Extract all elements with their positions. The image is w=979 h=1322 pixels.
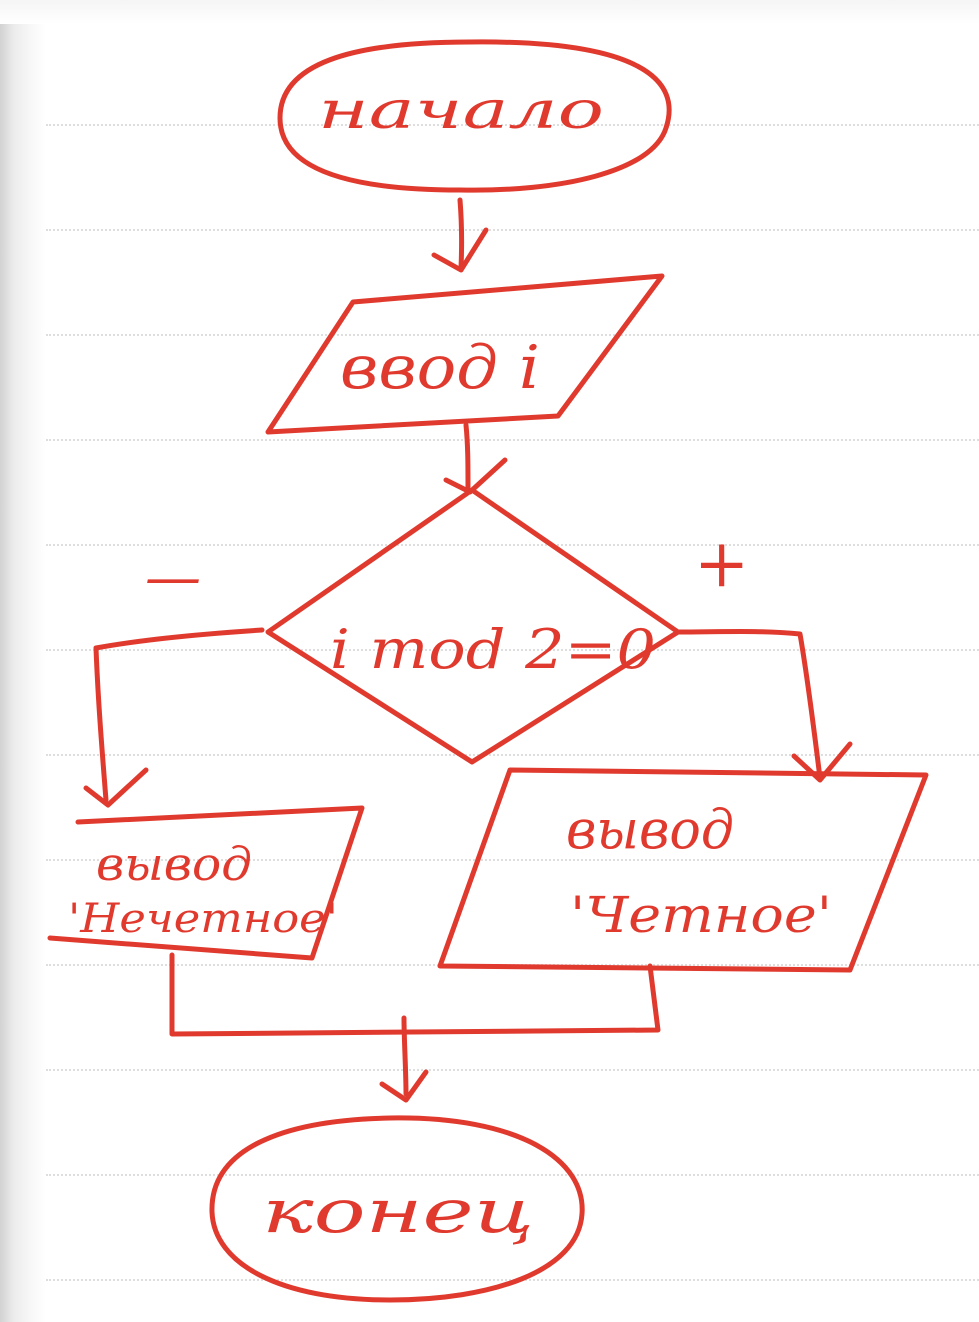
ruled-line [46, 1174, 979, 1176]
output-even-line2: 'Четное' [570, 886, 832, 944]
ruled-line [46, 229, 979, 231]
page-top-shadow [0, 0, 979, 24]
ruled-line [46, 1069, 979, 1071]
ruled-line [46, 124, 979, 126]
start-terminator: начало [277, 39, 672, 193]
output-odd-line2: 'Нечетное' [68, 896, 338, 942]
ruled-line [46, 334, 979, 336]
output-odd-line1: вывод [96, 837, 252, 891]
page-left-shadow [0, 0, 46, 1322]
output-even-block: вывод 'Четное' [437, 767, 929, 973]
arrow-input-to-condition [443, 422, 508, 495]
start-label: начало [318, 81, 604, 141]
ruled-line [46, 649, 979, 651]
arrow-condition-to-odd [83, 627, 265, 808]
output-even-line1: вывод [566, 798, 734, 861]
no-branch-label: — [145, 545, 201, 610]
ruled-line [46, 544, 979, 546]
input-label: ввод i [340, 333, 540, 403]
merge-connector [169, 952, 661, 1103]
end-label: конец [262, 1177, 534, 1247]
ruled-line [46, 754, 979, 756]
condition-decision: i mod 2=0 [265, 487, 681, 765]
yes-branch-label: + [694, 525, 749, 602]
arrow-start-to-input [431, 197, 489, 273]
ruled-line [46, 859, 979, 861]
condition-label: i mod 2=0 [330, 618, 656, 681]
input-block: ввод i [265, 273, 665, 435]
ruled-line [46, 439, 979, 441]
output-odd-block: вывод 'Нечетное' [47, 805, 365, 961]
arrow-condition-to-even [675, 629, 853, 783]
end-terminator: конец [209, 1115, 585, 1303]
